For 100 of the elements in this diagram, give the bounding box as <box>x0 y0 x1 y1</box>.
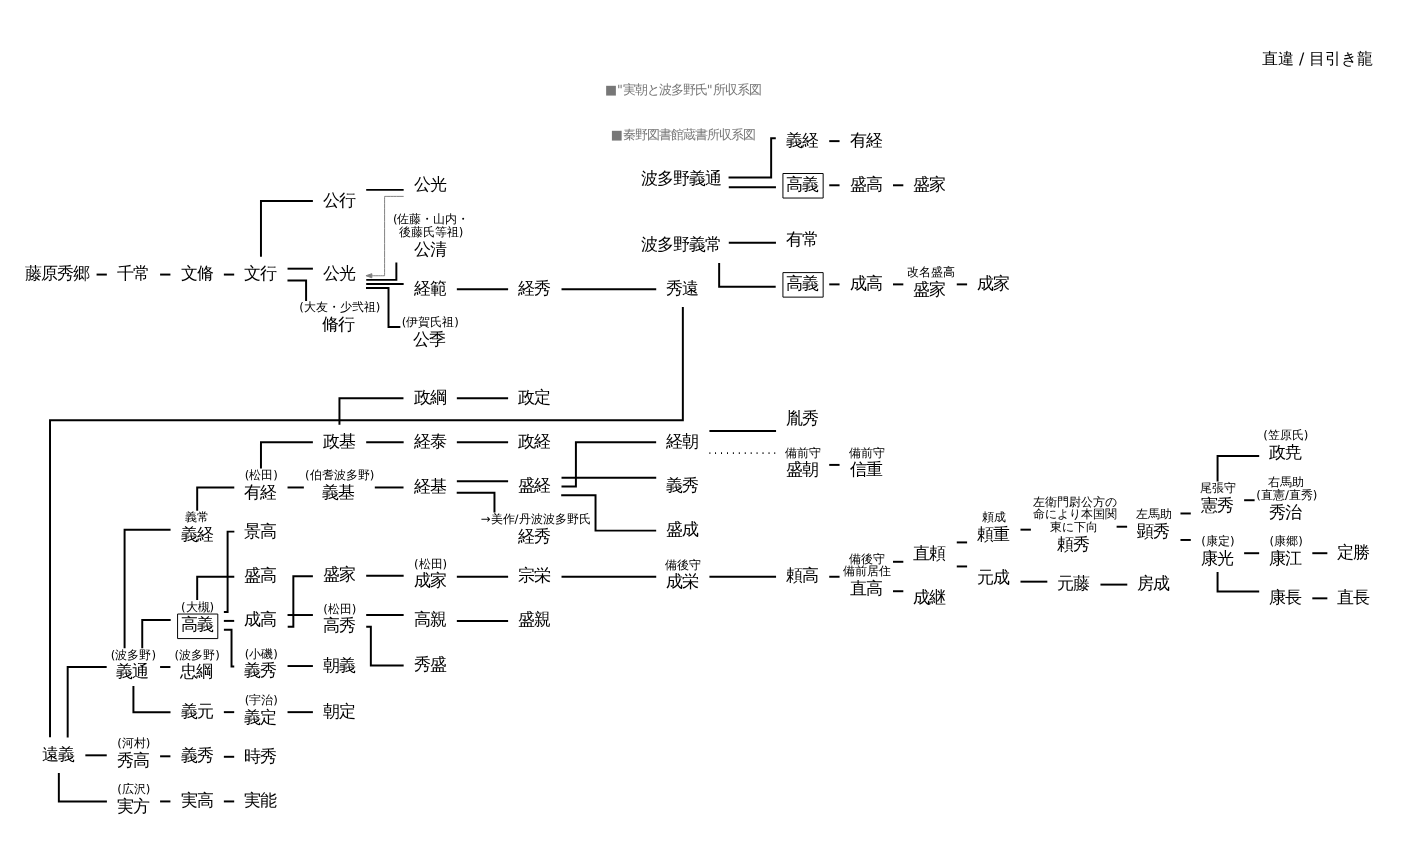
node-text: 政尭 <box>1268 441 1301 462</box>
node-text: 有経 <box>244 481 277 502</box>
node-text: 盛高 <box>849 173 882 194</box>
node-box: 高義 <box>782 173 824 199</box>
node-text: 秀高 <box>116 749 149 770</box>
node-text: 房成 <box>1137 573 1170 594</box>
node-text: 盛朝 <box>785 459 818 480</box>
node-text: 成継 <box>913 586 946 607</box>
connector <box>141 618 172 650</box>
connector <box>718 262 777 288</box>
node-text: 直高 <box>849 578 882 599</box>
connector <box>286 665 314 667</box>
connector <box>222 530 236 614</box>
connector <box>365 261 398 281</box>
connector <box>455 619 510 622</box>
node-box: 高義 <box>177 613 219 640</box>
node-text: 朝定 <box>322 700 355 721</box>
node-text: 文脩 <box>180 263 213 284</box>
node-text: 経基 <box>413 475 446 496</box>
connector <box>259 441 314 470</box>
connector <box>1243 499 1256 502</box>
connector <box>560 494 658 532</box>
node-text: 定勝 <box>1337 541 1370 562</box>
connector <box>828 184 841 187</box>
connector <box>159 666 172 668</box>
node-text: 成家 <box>977 272 1010 293</box>
connector <box>1099 583 1129 586</box>
node-text: 成家 <box>413 570 446 591</box>
connector <box>159 755 172 758</box>
node-text: 盛家 <box>913 278 946 299</box>
connector <box>365 441 405 444</box>
connector <box>828 140 841 143</box>
connector <box>560 441 658 488</box>
node-text: 公季 <box>413 328 446 349</box>
node-text: 高親 <box>413 609 446 630</box>
node-text: 頼秀 <box>1057 533 1090 554</box>
connector <box>1216 570 1261 593</box>
node-text: 政綱 <box>413 386 446 407</box>
connector <box>560 288 658 291</box>
connector <box>727 137 777 179</box>
node-text: 政定 <box>518 386 551 407</box>
connector <box>286 267 314 270</box>
node-text: 盛経 <box>518 475 551 495</box>
node-text: 時秀 <box>244 745 277 766</box>
connector <box>286 486 305 489</box>
connector <box>49 305 684 739</box>
connector <box>560 476 658 479</box>
connector <box>159 800 172 803</box>
connector <box>365 287 402 329</box>
node-text: 信重 <box>849 459 882 480</box>
connector <box>955 565 969 568</box>
connector <box>892 283 905 286</box>
node-text: 有常 <box>785 228 818 249</box>
node-text: 朝義 <box>322 654 355 675</box>
node-text: 盛家 <box>913 173 946 194</box>
connector <box>132 684 172 714</box>
connector <box>286 614 314 616</box>
arrow <box>365 195 405 279</box>
node-text: 成栄 <box>666 571 699 592</box>
node-text: 公行 <box>322 189 355 210</box>
connector <box>892 560 905 563</box>
node-text: 盛親 <box>518 609 551 630</box>
connector <box>66 666 108 739</box>
connector <box>455 397 510 400</box>
connector <box>1179 539 1192 541</box>
node-text: 秀盛 <box>413 653 446 674</box>
connector <box>708 452 778 455</box>
node-text: 直長 <box>1337 586 1370 607</box>
connector <box>1019 580 1049 583</box>
connector <box>455 288 510 291</box>
node-text: 義経 <box>785 129 818 150</box>
node-text: 波多野義通 <box>640 167 721 188</box>
node-text: 公清 <box>413 238 446 259</box>
node-text: 景高 <box>244 521 277 542</box>
connector <box>286 575 314 628</box>
connector <box>365 625 405 667</box>
node-text: 経秀 <box>517 526 550 547</box>
connector <box>560 575 658 578</box>
node-text: 経泰 <box>413 430 446 451</box>
node-text: 義秀 <box>180 744 213 765</box>
node-text: 義秀 <box>244 660 277 681</box>
node-text: 義元 <box>180 700 213 721</box>
node-text: 実能 <box>244 789 277 810</box>
connector <box>222 619 236 622</box>
node-text: 公光 <box>413 173 446 194</box>
node-text: 公光 <box>322 263 355 284</box>
node-text: 秀遠 <box>666 277 699 298</box>
connector <box>286 711 314 714</box>
connector <box>455 491 496 514</box>
connector <box>222 755 236 758</box>
connector <box>455 575 510 578</box>
connector <box>727 241 777 244</box>
node-text: 政基 <box>322 430 355 451</box>
node-text: 胤秀 <box>785 408 818 429</box>
connector <box>365 283 405 285</box>
node-text: 千常 <box>116 263 149 284</box>
connector <box>455 441 510 444</box>
node-text: 経朝 <box>666 430 699 451</box>
node-text: 実高 <box>180 789 213 810</box>
node-text: 成高 <box>244 609 277 630</box>
